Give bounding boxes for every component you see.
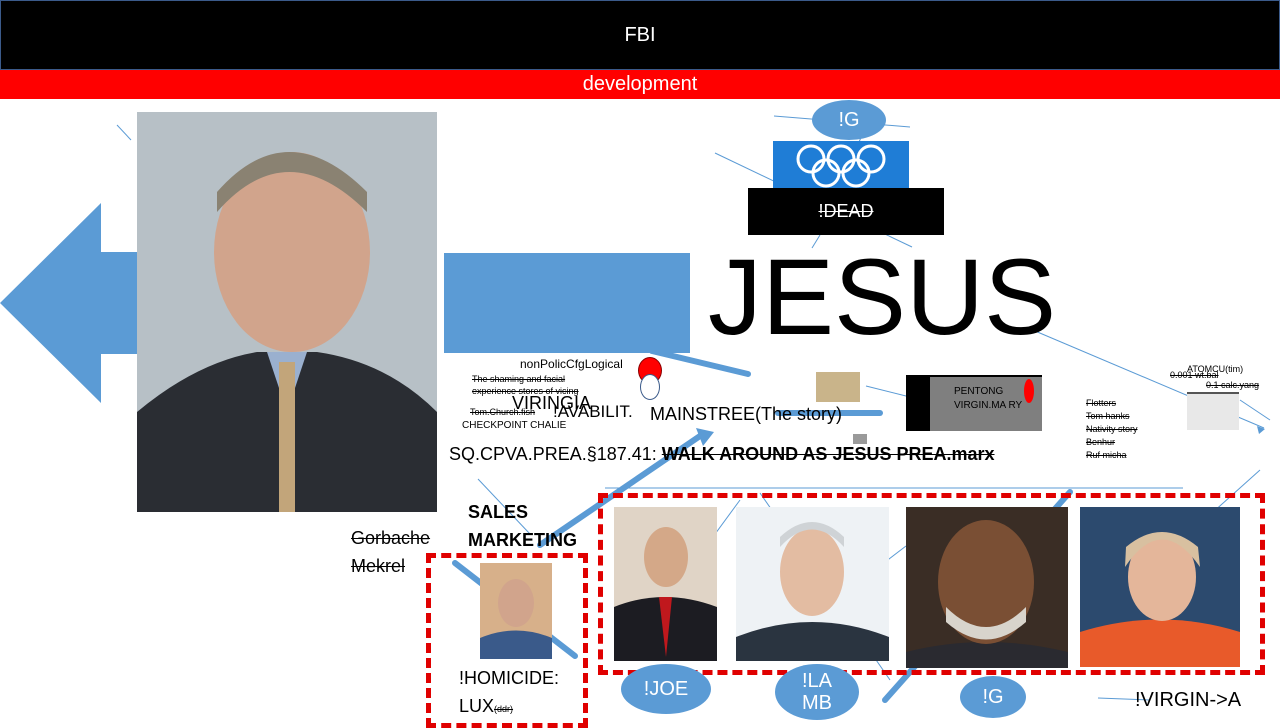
wt-text: 0.001 wt.bal: [1170, 370, 1219, 380]
sq-bold: WALK AROUND AS JESUS PREA.marx: [661, 444, 995, 464]
person-silhouette-icon: [906, 507, 1068, 668]
lamb-ellipse: !LA MB: [775, 664, 859, 720]
gorbache-mekrel: Gorbache Mekrel: [351, 524, 430, 580]
person-silhouette-icon: [614, 507, 717, 661]
person-photo-4: [1080, 507, 1240, 667]
homicide-label: !HOMICIDE:: [459, 668, 560, 688]
la-label: !LA: [801, 670, 833, 692]
sq-statement: SQ.CPVA.PREA.§187.41: WALK AROUND AS JES…: [449, 444, 995, 465]
person-silhouette-icon: [1080, 507, 1240, 667]
portrait-photo: [137, 112, 437, 512]
person-photo-2: [736, 507, 889, 661]
nonpolic-text: nonPolicCfgLogical: [520, 357, 623, 371]
title-bar: FBI: [0, 0, 1280, 70]
virgin-text: !VIRGIN->A: [1135, 689, 1242, 711]
atomc-text: ATOMCU(tim): [1187, 364, 1244, 374]
white-oval-icon: [640, 374, 660, 400]
viringia-text: VIRINGIA: [512, 393, 592, 413]
joe-ellipse: !JOE: [621, 664, 711, 714]
person-silhouette-icon: [480, 563, 552, 659]
dead-box: !DEAD: [748, 188, 944, 235]
g-bottom-label: !G: [982, 686, 1004, 708]
person-silhouette-icon: [137, 112, 437, 512]
tom-church-text: Tom.Church.fish: [470, 407, 536, 417]
page-subtitle: development: [582, 73, 698, 95]
list-item: Benhur: [1086, 437, 1116, 447]
g-bottom-ellipse: !G: [960, 676, 1026, 718]
person-silhouette-icon: [736, 507, 889, 661]
list-item: Flotters: [1086, 398, 1117, 408]
document-thumbnail-image: [1187, 392, 1239, 430]
page-title: FBI: [624, 23, 656, 46]
jesus-title: JESUS: [708, 236, 1057, 357]
avabilit-text: !AVABILIT.: [553, 402, 633, 421]
person-photo-3: [906, 507, 1068, 668]
shaming-text: The shaming and facial experience stores…: [472, 374, 579, 396]
people-frame: [598, 493, 1265, 675]
joe-label: !JOE: [643, 678, 689, 700]
person-photo-small: [480, 563, 552, 659]
list-item: Tom hanks: [1086, 411, 1130, 421]
sales-marketing: SALES MARKETING: [468, 498, 577, 554]
pentong-box: PENTONG VIRGIN.MA RY: [906, 375, 1042, 431]
olympic-rings-icon: [773, 141, 909, 188]
mekrel-text: Mekrel: [351, 556, 406, 576]
sq-prefix: SQ.CPVA.PREA.§187.41:: [449, 444, 662, 464]
subtitle-bar: development: [0, 70, 1280, 99]
blue-rectangle: [444, 253, 690, 353]
person-photo-1: [614, 507, 717, 661]
g-top-label: !G: [838, 109, 860, 131]
thumbnail-image: [816, 372, 860, 402]
calc-text: 0.1 calc.yang: [1206, 380, 1260, 390]
g-top-ellipse: !G: [812, 100, 886, 140]
lux-label: LUX: [459, 696, 495, 716]
dead-label: !DEAD: [818, 201, 874, 221]
gorbache-text: Gorbache: [351, 528, 431, 548]
marketing-text: MARKETING: [468, 530, 577, 550]
list-item: Nativity story: [1086, 424, 1138, 434]
red-dot-icon: [1024, 379, 1034, 403]
pentong-label: PENTONG VIRGIN.MA RY: [930, 377, 1042, 431]
left-arrow-icon: [0, 203, 140, 403]
sales-text: SALES: [468, 502, 529, 522]
homicide-text: !HOMICIDE: LUX(ddr): [459, 664, 559, 723]
tiny-thumbnail-image: [853, 434, 867, 444]
mb-label: MB: [802, 692, 832, 714]
mainstree-text: MAINSTREE(The story): [650, 404, 843, 424]
checkpoint-text: CHECKPOINT CHALIE: [462, 420, 567, 431]
right-list: Flotters Tom hanks Nativity story Benhur…: [1086, 397, 1138, 462]
list-item: Ruf micha: [1086, 450, 1127, 460]
lux-sub: (ddr): [494, 704, 514, 714]
